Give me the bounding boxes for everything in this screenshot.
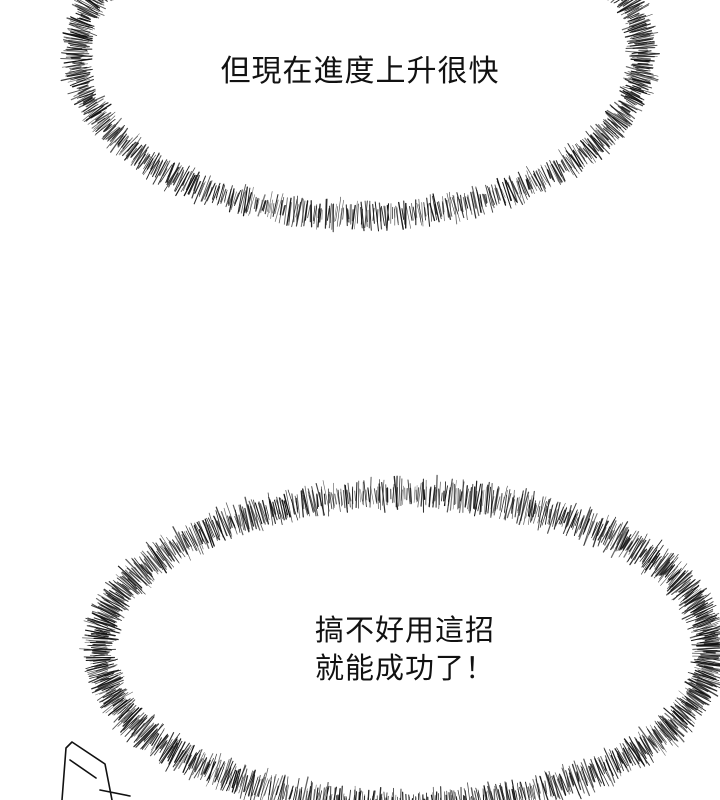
bubble-hair-strokes [60, 0, 660, 233]
bubble-bottom-line-1: 搞不好用這招 [314, 613, 495, 647]
bubble-bottom-line-2: 就能成功了！ [314, 650, 495, 685]
thought-bubble-top-text: 但現在進度上升很快 [220, 54, 500, 89]
thought-bubble-bottom-text: 搞不好用這招 就能成功了！ [305, 612, 505, 687]
bubble-hair-strokes [79, 474, 720, 800]
sketch-stroke [61, 741, 131, 800]
